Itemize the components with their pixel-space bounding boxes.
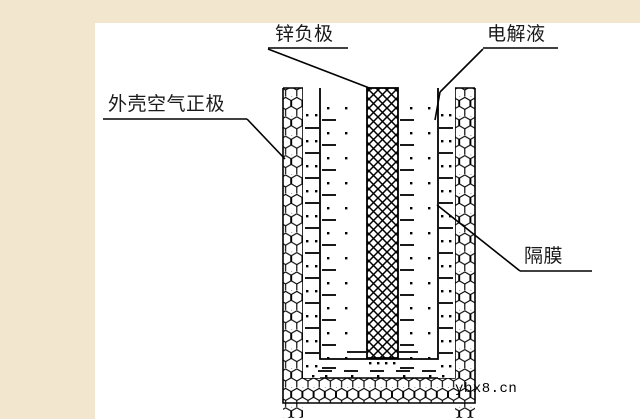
electrolyte-dots-under-zinc	[369, 362, 396, 365]
label-zinc-anode-text: 锌负极	[275, 23, 334, 45]
callout-shell-air-cathode: 外壳空气正极	[103, 93, 286, 160]
electrolyte-marks-left-inner	[322, 107, 348, 369]
label-shell-air-cathode-leader	[246, 118, 286, 160]
label-zinc-anode-leader	[267, 48, 373, 90]
label-electrolyte-text: 电解液	[487, 23, 546, 45]
electrolyte-marks-left-outer	[305, 114, 319, 368]
label-separator-text: 隔膜	[524, 245, 563, 267]
callout-separator: 隔膜	[436, 204, 592, 272]
electrolyte-marks-right-inner	[400, 107, 431, 369]
label-electrolyte-leader	[439, 48, 484, 93]
callout-electrolyte: 电解液	[434, 23, 558, 121]
zinc-anode-rod	[366, 87, 399, 359]
separator-wall	[319, 88, 439, 360]
watermark-text: ybx8.cn	[455, 381, 517, 397]
electrolyte-marks-right-outer	[439, 114, 453, 368]
electrolyte-region	[303, 88, 455, 378]
label-separator-leader	[436, 204, 521, 272]
label-shell-air-cathode-text: 外壳空气正极	[108, 93, 225, 115]
callout-zinc-anode: 锌负极	[267, 23, 373, 90]
label-electrolyte-leader-tail	[434, 91, 441, 121]
electrolyte-marks-bottom	[312, 370, 445, 378]
